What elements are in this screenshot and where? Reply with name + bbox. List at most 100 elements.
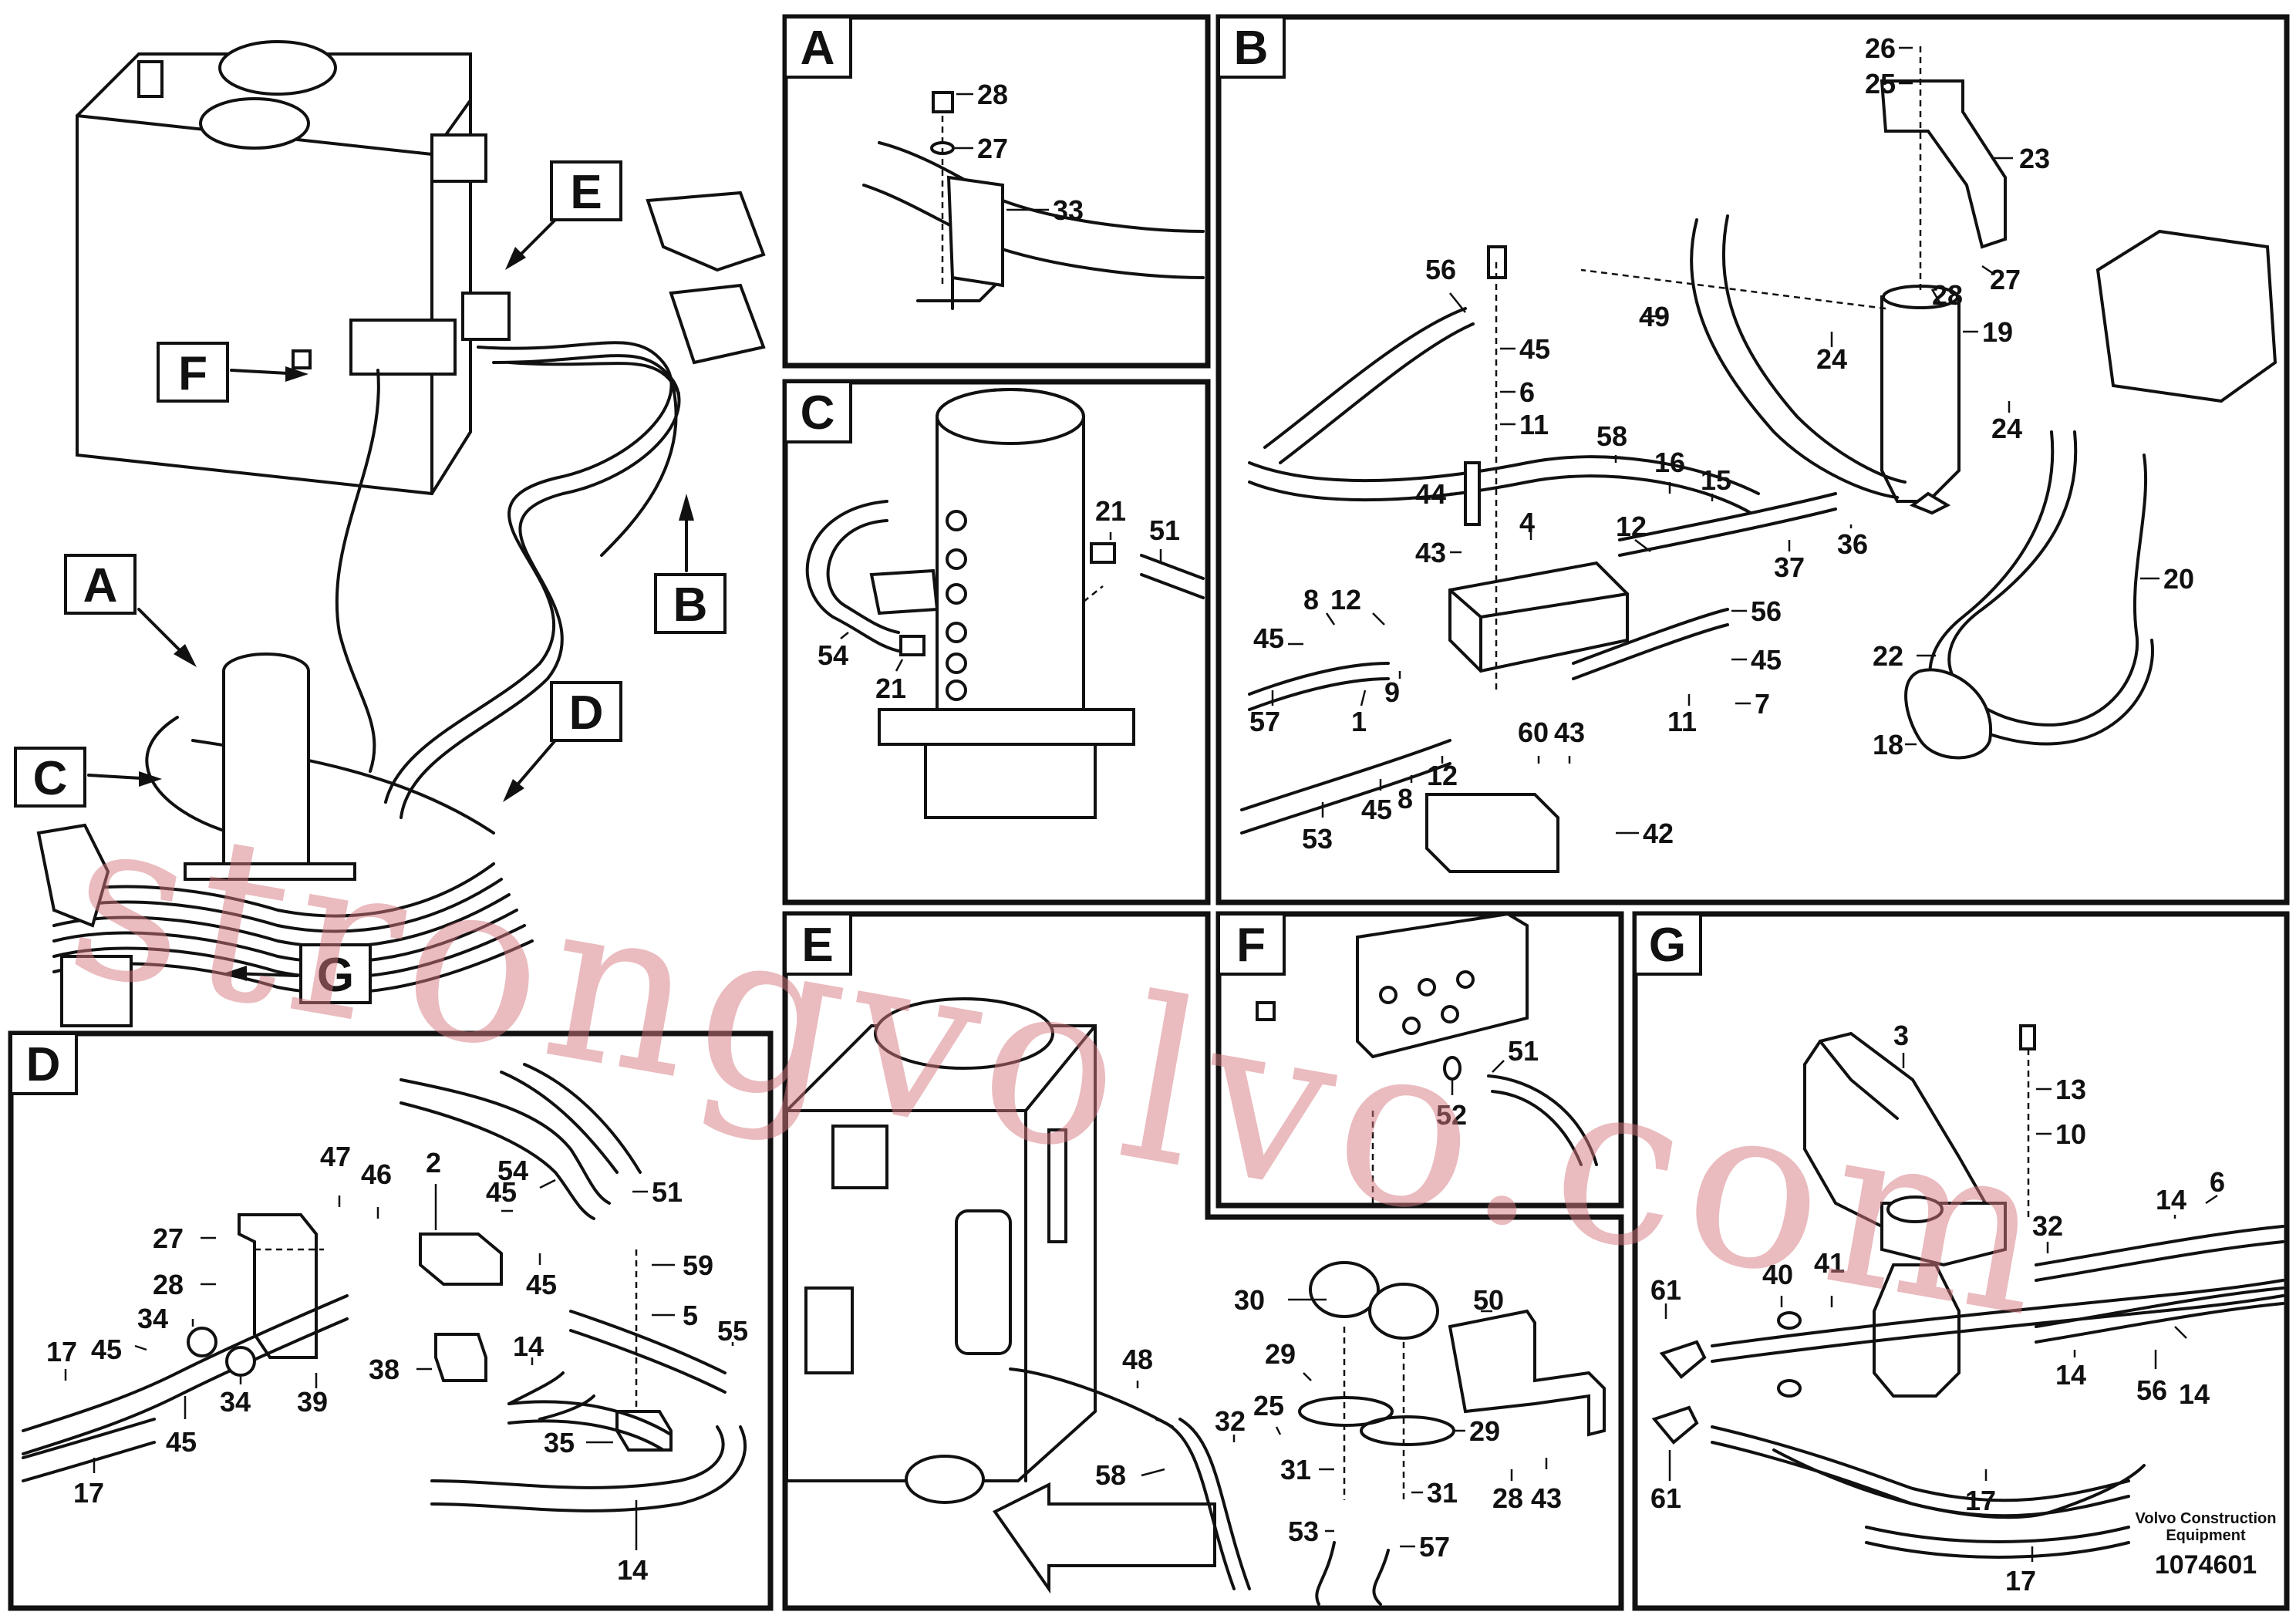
leader-e-57: 57 (1400, 1531, 1450, 1563)
svg-text:53: 53 (1288, 1516, 1319, 1547)
leader-d-14-bottom: 14 (617, 1500, 648, 1586)
svg-text:27: 27 (977, 133, 1008, 164)
svg-text:59: 59 (683, 1249, 713, 1281)
svg-text:D: D (26, 1038, 61, 1091)
svg-text:19: 19 (1982, 316, 2013, 348)
port-block-drawing-f (1256, 912, 1598, 1203)
overview-callout-c: C (14, 747, 162, 808)
panel-e: E 48 30 50 29 32 25 29 31 (782, 911, 1624, 1611)
pilot-valve (36, 823, 133, 1027)
leader-d-46: 46 (361, 1158, 392, 1219)
leader-b-28: 28 (1930, 279, 1963, 311)
svg-text:14: 14 (2055, 1359, 2086, 1391)
svg-text:17: 17 (2005, 1565, 2036, 1597)
leader-b-26: 26 (1865, 32, 1913, 64)
svg-text:54: 54 (497, 1155, 528, 1186)
leader-b-36: 36 (1837, 524, 1868, 560)
svg-text:58: 58 (1095, 1459, 1126, 1491)
leader-b-53: 53 (1302, 802, 1333, 855)
svg-text:G: G (1649, 919, 1686, 972)
svg-text:F: F (178, 347, 207, 400)
svg-text:9: 9 (1384, 676, 1400, 708)
leader-g-17-mid: 17 (1965, 1469, 1996, 1516)
svg-text:20: 20 (2163, 563, 2194, 595)
svg-text:B: B (673, 578, 708, 632)
leader-c-51: 51 (1149, 514, 1180, 563)
leader-g-61-top: 61 (1650, 1274, 1681, 1319)
svg-text:A: A (83, 559, 118, 612)
leader-b-45-mid: 45 (1253, 622, 1303, 654)
overview-callout-b: B (654, 494, 727, 634)
leader-e-31-right: 31 (1411, 1477, 1458, 1509)
swivel-drawing-c (805, 388, 1205, 819)
leader-b-18: 18 (1873, 729, 1917, 760)
svg-text:45: 45 (1751, 644, 1782, 676)
panel-b: B (1215, 14, 2290, 905)
leader-b-44: 44 (1415, 478, 1462, 510)
leader-b-43-bottom: 43 (1554, 717, 1585, 764)
svg-text:45: 45 (1253, 622, 1284, 654)
svg-text:45: 45 (486, 1176, 517, 1208)
leader-e-43: 43 (1531, 1458, 1562, 1514)
overview-callout-a: A (64, 554, 197, 667)
svg-text:57: 57 (1249, 706, 1280, 737)
svg-text:51: 51 (652, 1176, 683, 1208)
leader-a-28: 28 (956, 79, 1008, 110)
leader-d-45-right: 45 (526, 1253, 557, 1300)
svg-text:47: 47 (320, 1141, 351, 1172)
leader-b-43-top: 43 (1415, 537, 1462, 568)
leader-b-9: 9 (1384, 671, 1401, 708)
svg-text:51: 51 (1149, 514, 1180, 546)
leader-d-34-left: 34 (137, 1303, 194, 1334)
leader-g-3: 3 (1893, 1020, 1909, 1068)
svg-text:21: 21 (1095, 495, 1126, 527)
overview-callout-e: E (505, 160, 622, 270)
swivel-joint (184, 653, 356, 881)
leader-b-4: 4 (1519, 507, 1535, 540)
leader-g-40: 40 (1762, 1259, 1793, 1307)
svg-text:49: 49 (1639, 301, 1670, 332)
svg-text:12: 12 (1330, 584, 1361, 615)
leader-e-29-left: 29 (1265, 1338, 1312, 1381)
svg-text:48: 48 (1122, 1344, 1153, 1375)
leader-b-49: 49 (1639, 301, 1670, 332)
leader-d-45-left: 45 (91, 1334, 147, 1365)
svg-text:14: 14 (617, 1554, 648, 1586)
svg-text:34: 34 (137, 1303, 168, 1334)
panel-a: A 28 27 33 (782, 14, 1211, 369)
tank-drawing-e (785, 997, 1606, 1606)
leader-f-52: 52 (1436, 1080, 1467, 1131)
svg-text:30: 30 (1234, 1284, 1265, 1316)
svg-text:7: 7 (1755, 688, 1770, 720)
svg-text:18: 18 (1873, 729, 1903, 760)
svg-text:35: 35 (544, 1427, 575, 1458)
svg-text:28: 28 (977, 79, 1008, 110)
svg-text:45: 45 (91, 1334, 122, 1365)
svg-text:45: 45 (526, 1269, 557, 1300)
svg-text:27: 27 (1990, 264, 2021, 295)
svg-text:32: 32 (2032, 1210, 2063, 1242)
svg-text:61: 61 (1650, 1274, 1681, 1306)
panel-f: F 51 52 (1215, 911, 1624, 1209)
svg-text:58: 58 (1596, 420, 1627, 452)
leader-g-17-bottom: 17 (2005, 1546, 2036, 1597)
leader-b-7: 7 (1735, 688, 1770, 720)
svg-text:25: 25 (1253, 1390, 1284, 1421)
svg-text:61: 61 (1650, 1482, 1681, 1514)
svg-text:43: 43 (1554, 717, 1585, 748)
svg-text:6: 6 (1519, 376, 1535, 408)
leader-b-56-mid: 56 (1731, 595, 1782, 627)
leader-e-25: 25 (1253, 1390, 1284, 1435)
leader-d-51: 51 (632, 1176, 683, 1208)
overview-callout-f: F (157, 342, 308, 403)
svg-text:45: 45 (1361, 794, 1392, 825)
svg-text:A: A (801, 22, 835, 75)
svg-text:F: F (1236, 919, 1266, 972)
leader-d-28: 28 (153, 1269, 216, 1300)
svg-text:11: 11 (1667, 706, 1697, 737)
leader-d-34-right: 34 (220, 1377, 251, 1418)
svg-text:8: 8 (1303, 584, 1319, 615)
svg-text:38: 38 (369, 1354, 400, 1385)
svg-text:36: 36 (1837, 528, 1868, 560)
